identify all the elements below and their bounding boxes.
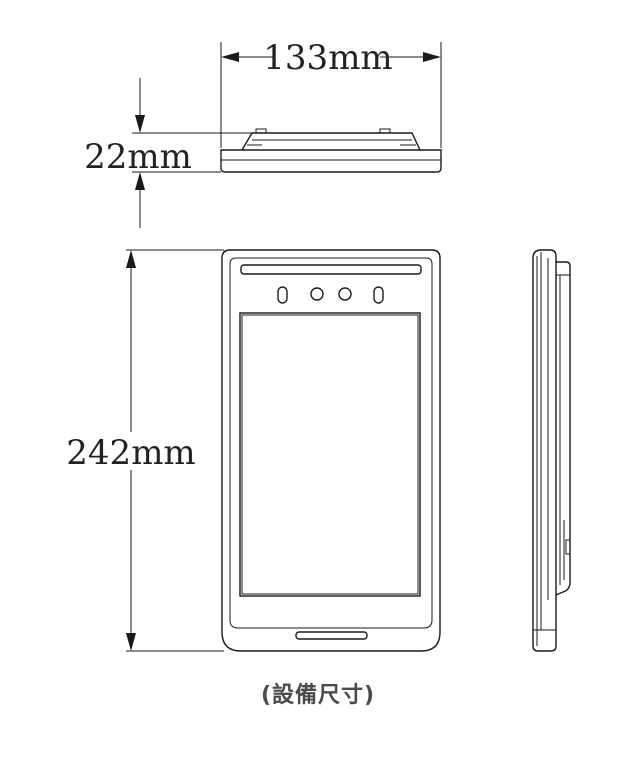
height-arrow-bottom	[126, 633, 136, 651]
camera-lens-left-icon	[310, 287, 324, 301]
device-side-view	[532, 249, 571, 652]
width-dimension: 133mm	[220, 38, 442, 148]
depth-dimension: 22mm	[84, 78, 252, 228]
height-dimension: 242mm	[66, 249, 224, 652]
figure-caption: (設備尺寸)	[261, 682, 375, 708]
sensor-oval-right-icon	[373, 286, 384, 304]
bottom-indicator-bar	[295, 631, 368, 640]
display-screen	[239, 312, 421, 597]
height-label: 242mm	[66, 433, 195, 473]
top-view-raised-body	[241, 132, 421, 151]
depth-label: 22mm	[84, 137, 192, 177]
front-view-inner-bezel	[229, 257, 433, 629]
top-light-bar	[240, 264, 422, 275]
side-view-front-panel	[532, 249, 557, 652]
side-port-icon	[565, 539, 571, 555]
width-label: 133mm	[263, 38, 392, 78]
height-arrow-top	[126, 250, 136, 268]
top-view-base	[220, 149, 442, 173]
camera-lens-right-icon	[338, 287, 352, 301]
width-arrow-right	[423, 52, 441, 62]
side-view-back-housing	[555, 261, 571, 596]
depth-arrow-top	[135, 115, 145, 133]
width-arrow-left	[221, 52, 239, 62]
depth-arrow-bottom	[135, 172, 145, 190]
device-top-view	[220, 128, 442, 173]
sensor-oval-left-icon	[277, 286, 288, 304]
device-front-view	[221, 249, 441, 652]
front-view-outer-frame	[221, 249, 441, 652]
